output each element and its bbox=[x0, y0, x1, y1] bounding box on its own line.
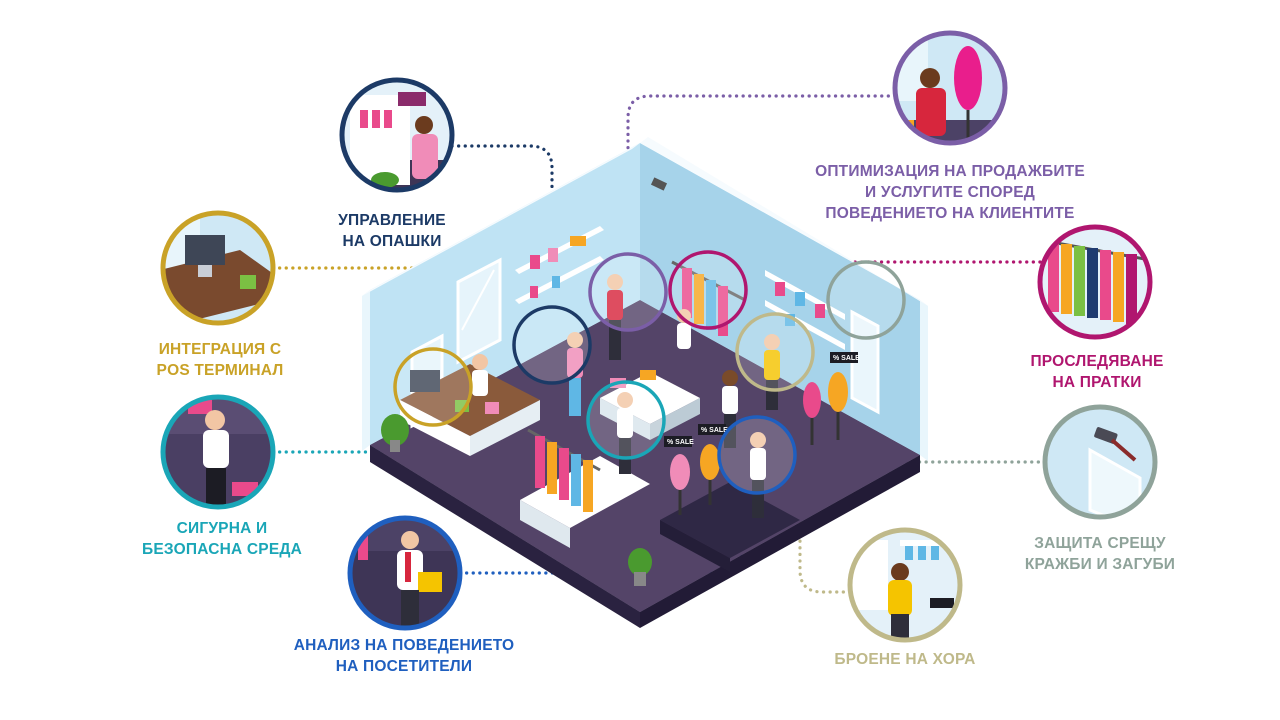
label-shipment-tracking: ПРОСЛЕДЯВАНЕ НА ПРАТКИ bbox=[1030, 353, 1164, 391]
connector-counting bbox=[798, 368, 852, 594]
highlight-tracking bbox=[668, 250, 748, 330]
visitor-behavior-icon bbox=[347, 515, 463, 631]
label-sales-optimization: ОПТИМИЗАЦИЯ НА ПРОДАЖБИТЕ И УСЛУГИТЕ СПО… bbox=[815, 163, 1085, 222]
clothes-left bbox=[535, 436, 593, 512]
sale-sign-3: % SALE bbox=[833, 355, 860, 362]
label-safe-environment: СИГУРНА И БЕЗОПАСНА СРЕДА bbox=[142, 520, 302, 558]
connector-queue bbox=[450, 144, 554, 332]
highlight-behavior bbox=[717, 415, 797, 495]
highlight-theft bbox=[826, 260, 906, 340]
people-counting-icon bbox=[847, 527, 963, 643]
connector-sales bbox=[626, 94, 897, 264]
label-visitor-behavior: АНАЛИЗ НА ПОВЕДЕНИЕТО НА ПОСЕТИТЕЛИ bbox=[293, 637, 515, 675]
highlight-queue bbox=[512, 305, 592, 385]
highlight-security bbox=[586, 380, 666, 460]
highlight-pos bbox=[393, 347, 473, 427]
sale-sign-1: % SALE bbox=[667, 439, 694, 446]
security-camera-icon bbox=[1042, 404, 1158, 520]
sale-signs: % SALE % SALE % SALE bbox=[664, 352, 860, 447]
shoppers bbox=[567, 274, 780, 518]
clothes-rack-icon bbox=[1037, 224, 1153, 340]
highlight-counting bbox=[735, 312, 815, 392]
queue-cashier-icon bbox=[339, 77, 455, 193]
label-pos-integration: ИНТЕГРАЦИЯ С POS ТЕРМИНАЛ bbox=[156, 341, 284, 379]
safe-environment-icon bbox=[160, 394, 276, 510]
store-highlights bbox=[393, 250, 906, 495]
store-illustration: % SALE % SALE % SALE bbox=[362, 137, 928, 628]
label-people-counting: БРОЕНЕ НА ХОРА bbox=[834, 651, 976, 668]
label-queue-management: УПРАВЛЕНИЕ НА ОПАШКИ bbox=[338, 212, 446, 250]
highlight-sales bbox=[588, 252, 668, 332]
mannequin-customer-icon bbox=[892, 30, 1008, 146]
mannequins bbox=[670, 372, 848, 515]
label-theft-protection: ЗАЩИТА СРЕЩУ КРАЖБИ И ЗАГУБИ bbox=[1024, 535, 1176, 573]
sale-sign-2: % SALE bbox=[701, 427, 728, 434]
pos-terminal-icon bbox=[160, 210, 276, 326]
